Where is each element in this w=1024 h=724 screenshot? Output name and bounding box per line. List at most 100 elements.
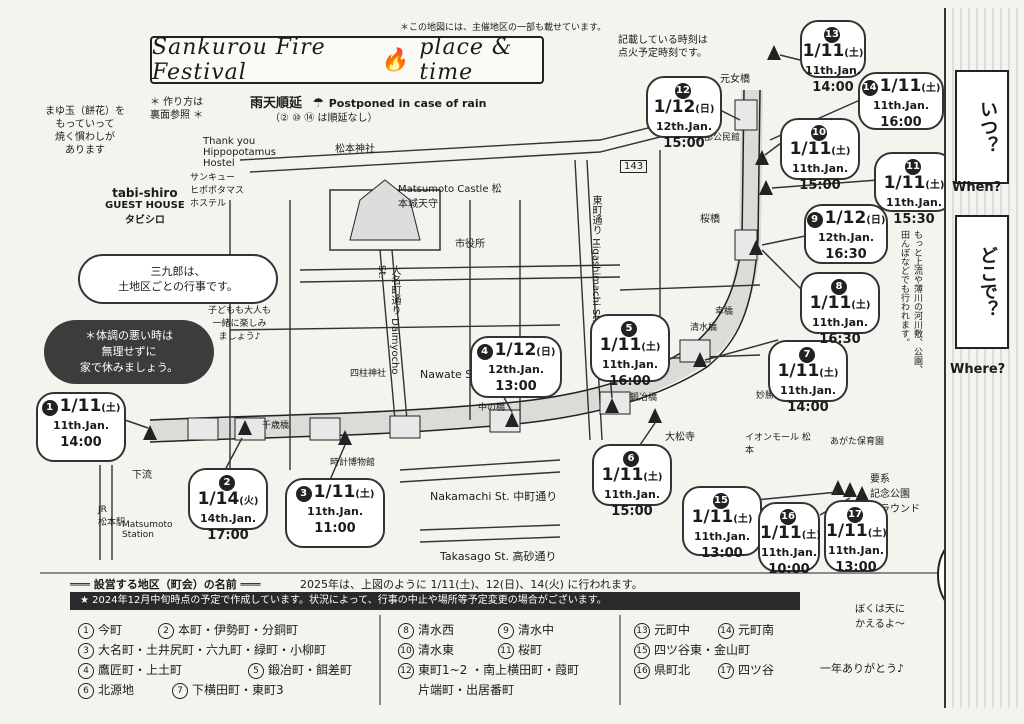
event-dow: (土)	[641, 342, 661, 353]
area-name: 本町・伊勢町・分銅町	[178, 623, 299, 637]
kids-note: 子どもも大人も 一緒に楽しみ ましょう♪	[208, 306, 272, 342]
event-bubble-2: 21/14(火)14th.Jan.17:00	[188, 468, 268, 543]
event-dow: (土)	[101, 403, 121, 414]
event-date: 1/11	[777, 361, 820, 381]
event-dow: (日)	[536, 347, 556, 358]
area-number: 16	[634, 662, 650, 679]
jr-station-label: JR 松本駅	[98, 505, 126, 528]
umbrella-icon: ☂	[312, 96, 325, 111]
area-name: 元町中	[654, 623, 691, 637]
event-bubble-13: 131/11(土)11th.Jan.14:00	[800, 20, 866, 95]
area-number: 17	[718, 662, 734, 679]
area-name: 清水東	[418, 643, 455, 657]
event-date-en: 12th.Jan.	[817, 231, 875, 244]
event-date-en: 11th.Jan.	[804, 64, 862, 77]
area-number: 14	[718, 622, 734, 639]
area-number: 13	[634, 622, 650, 639]
route-143-label: 143	[620, 160, 648, 173]
title-banner: Sankurou Fire Festival 🔥 place & time	[150, 35, 544, 85]
area-number: 9	[498, 622, 514, 639]
area-number: 11	[498, 642, 514, 659]
higashimachi-street-label: 東町通り Higashimachi St.	[590, 195, 601, 323]
how-to-make-note: ＊ 作り方は 裏面参照 ＊	[150, 97, 204, 121]
event-dow: (土)	[733, 514, 753, 525]
tabi-shiro-label: tabi-shiro GUEST HOUSE タビシロ	[105, 186, 185, 226]
event-bubble-12: 121/12(日)12th.Jan.15:00	[646, 76, 722, 151]
event-date: 1/11	[760, 523, 802, 543]
area-number: 8	[398, 622, 414, 639]
event-number: 11	[905, 158, 921, 175]
event-time: 16:30	[819, 332, 861, 347]
health-note-bubble: ＊体調の悪い時は 無理せずに 家で休みましょう。	[44, 320, 214, 384]
area-number: 3	[78, 642, 94, 659]
event-date: 1/11	[809, 293, 852, 313]
kaneshi-bashi-label: 鍛冶橋	[630, 393, 658, 403]
area-name: 清水西	[418, 623, 455, 637]
event-time: 13:00	[495, 379, 537, 394]
area-title: ═══ 設営する地区（町会）の名前 ═══	[70, 578, 261, 591]
event-dow: (土)	[831, 146, 851, 157]
event-time: 17:00	[207, 528, 249, 543]
daishoji-label: 大松寺	[665, 432, 695, 443]
daruma-note: ぼくは天に かえるよ〜	[855, 604, 905, 630]
aeon-label: イオンモール 松本	[745, 433, 811, 456]
event-time: 11:00	[314, 521, 356, 536]
event-time: 15:00	[611, 504, 653, 519]
area-name: 四ツ谷	[738, 663, 775, 677]
title-right: place & time	[419, 35, 513, 85]
event-number: 13	[824, 26, 840, 43]
event-number: 3	[295, 485, 312, 502]
higashibu-kominkan-label: 東部公民館	[695, 133, 741, 143]
area-number: 1	[78, 622, 94, 639]
matsumoto-shrine-label: 松本神社	[335, 144, 375, 155]
event-date-en: 11th.Jan.	[603, 488, 661, 501]
event-date: 1/11	[802, 41, 845, 61]
event-date: 1/11	[789, 139, 832, 159]
area-name: 県町北	[654, 663, 691, 677]
area-name: 鷹匠町・上土町	[98, 663, 183, 677]
event-time: 14:00	[60, 435, 102, 450]
area-name: 北源地	[98, 683, 135, 697]
rain-note: （② ⑩ ⑭ は順延なし）	[270, 113, 378, 124]
area-name: 桜町	[518, 643, 543, 657]
date-note: 2025年は、上図のように 1/11(土)、12(日)、14(火) に行われます…	[300, 578, 643, 591]
agata-label: あがた保育園	[830, 437, 885, 447]
myoshoji-label: 妙勝寺	[756, 391, 784, 401]
event-bubble-7: 71/11(土)11th.Jan.14:00	[768, 340, 848, 415]
area-number: 12	[398, 662, 414, 679]
seisuibashi-label: 清水橋	[690, 323, 718, 333]
fire-logo-icon: 🔥	[380, 47, 410, 73]
event-date-en: 11th.Jan.	[811, 316, 869, 329]
chitose-bashi-label: 千歳橋	[262, 421, 290, 431]
rain-title: 雨天順延 ☂ Postponed in case of rain	[250, 96, 487, 111]
event-dow: (土)	[819, 368, 839, 379]
area-item-13: 13 元町中	[634, 622, 690, 639]
event-date: 1/12	[824, 208, 867, 228]
event-dow: (土)	[355, 489, 375, 500]
event-dow: (土)	[643, 472, 663, 483]
area-name: 四ツ谷東・金山町	[654, 643, 751, 657]
kamiryu-note: もっと上流や薄川の河川敷、公園、 田んぼなどでも行われます。	[899, 230, 922, 374]
event-dow: (日)	[866, 215, 886, 226]
area-name: 東町1~2 ・南上横田町・葭町	[418, 663, 580, 677]
when-en-label: When?	[952, 180, 1002, 195]
area-item-12b: 片端町・出居番町	[418, 682, 514, 698]
event-dow: (土)	[925, 180, 945, 191]
kaname-park-label: 要系 記念公園 グラウンド	[870, 474, 920, 515]
area-name: 下横田町・東町3	[192, 683, 284, 697]
event-bubble-6: 61/11(土)11th.Jan.15:00	[592, 444, 672, 519]
event-bubble-15: 151/11(土)11th.Jan.13:00	[682, 486, 762, 561]
event-date-en: 11th.Jan.	[760, 546, 818, 559]
event-date-en: 11th.Jan.	[601, 358, 659, 371]
event-number: 12	[675, 82, 691, 99]
